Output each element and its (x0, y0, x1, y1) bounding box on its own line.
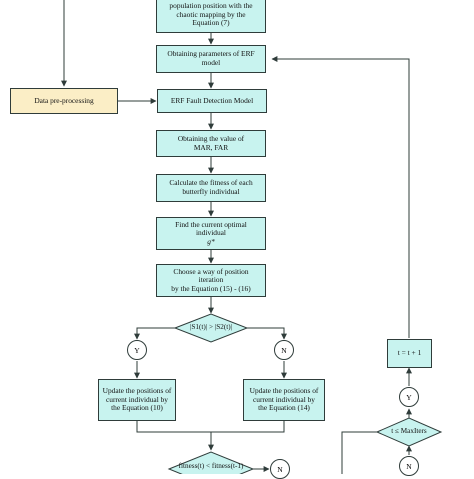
yes-connector-loop: Y (399, 387, 419, 407)
edge-update-right-to-fitness-compare (211, 421, 285, 433)
init-line-2: chaotic mapping by the (176, 9, 246, 19)
init-line-3: Equation (7) (192, 18, 230, 28)
optimal-line-2: individual (196, 228, 226, 238)
edge-decision-to-n (247, 327, 287, 340)
params-line-1: Obtaining parameters of ERF (167, 49, 255, 59)
edge-decision-to-y (134, 327, 175, 340)
update-right-line-1: Update the positions of (249, 386, 319, 396)
decision-s-compare-shape (173, 313, 249, 343)
no-connector-loop: N (399, 456, 419, 476)
update-right-line-3: the Equation (14) (258, 403, 310, 413)
erf-model-box: ERF Fault Detection Model (157, 89, 267, 113)
update-right-box: Update the positions of current individu… (243, 379, 325, 421)
optimal-line-3: g* (207, 236, 215, 246)
optimal-line-1: Find the current optimal (175, 219, 247, 229)
decision-fitness-compare-shape (167, 451, 255, 474)
params-line-2: model (201, 58, 221, 67)
edge-increment-to-params (271, 56, 410, 338)
increment-label: t = t + 1 (397, 348, 422, 358)
fitness-box: Calculate the fitness of each butterfly … (156, 174, 266, 202)
update-left-line-1: Update the positions of (102, 386, 172, 396)
optimal-individual-box: Find the current optimal individual g* (156, 217, 266, 250)
mar-line-2: MAR, FAR (193, 142, 229, 152)
obtain-params-box: Obtaining parameters of ERF model (156, 45, 266, 73)
mar-far-box: Obtaining the value of MAR, FAR (156, 130, 266, 157)
update-right-line-2: current individual by (253, 394, 315, 404)
mar-line-1: Obtaining the value of (177, 133, 245, 143)
decision-maxiter-shape (375, 417, 443, 447)
init-line-1: population position with the (169, 1, 253, 11)
decision-s-compare-label: |S1(t)| > |S2(t)| (189, 323, 233, 331)
decision-fitness-compare-label: fitness(t) < fitness(t-1) (178, 462, 244, 470)
choose-line-2: iteration (198, 275, 224, 285)
update-left-line-2: current individual by (106, 394, 168, 404)
erf-model-label: ERF Fault Detection Model (170, 95, 254, 105)
choose-iteration-box: Choose a way of position iteration by th… (156, 264, 266, 297)
update-left-box: Update the positions of current individu… (98, 379, 176, 421)
fitness-line-2: butterfly individual (182, 187, 240, 196)
yes-connector-left: Y (127, 340, 147, 360)
no-connector-fitness: N (270, 459, 290, 479)
fitness-line-1: Calculate the fitness of each (169, 178, 253, 188)
no-connector-right: N (274, 340, 294, 360)
preprocess-box: Data pre-processing (10, 88, 118, 114)
choose-line-1: Choose a way of position (173, 266, 249, 276)
preprocess-label: Data pre-processing (34, 95, 94, 105)
decision-maxiter-label: t ≤ MaxIters (391, 427, 427, 435)
edge-maxiter-left (341, 431, 377, 474)
edge-update-left-to-fitness-compare (136, 421, 214, 451)
update-left-line-3: the Equation (10) (111, 403, 163, 413)
increment-box: t = t + 1 (387, 339, 432, 368)
init-population-box: population position with the chaotic map… (156, 0, 266, 33)
choose-line-3: by the Equation (15) - (16) (171, 283, 251, 293)
